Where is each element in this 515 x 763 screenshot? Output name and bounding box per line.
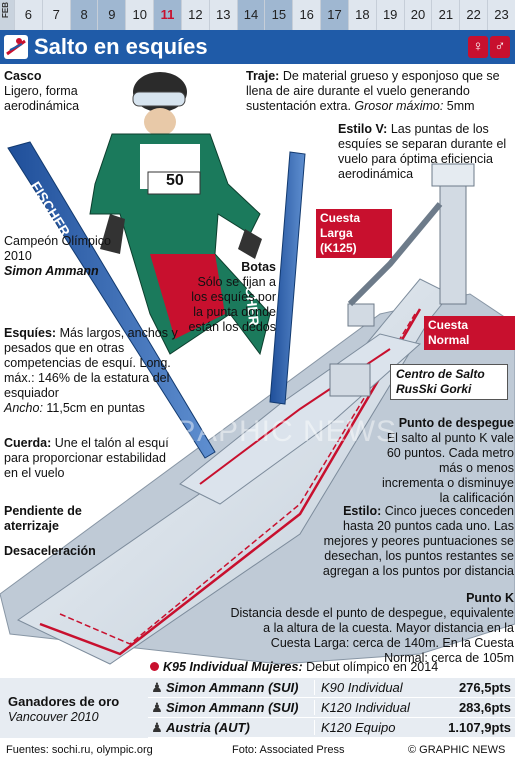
female-icon: ♀ [468,36,488,58]
date-cell: 22 [459,0,487,30]
copyright: © GRAPHIC NEWS [408,744,506,756]
table-row: ♟Austria (AUT) K120 Equipo 1.107,9pts [148,718,515,738]
athlete-icon: ♟ [151,679,163,695]
page-title: Salto en esquíes [34,34,208,59]
date-cell: 12 [180,0,209,30]
event-name: K90 Individual [314,680,432,695]
ski-suit [89,133,271,356]
table-row: ♟Simon Ammann (SUI) K90 Individual 276,5pt… [148,678,515,698]
date-cell: 19 [375,0,404,30]
cord-label: Cuerda: Une el talón al esquí para propo… [4,436,169,480]
style-label: Estilo: Cinco jueces conceden hasta 20 p… [322,504,514,578]
date-cell: 6 [14,0,42,30]
sources-credit: Fuentes: sochi.ru, olympic.org [6,744,153,756]
suit-label: Traje: De material grueso y esponjoso qu… [246,69,500,113]
male-icon: ♂ [490,36,510,58]
v-style-label: Estilo V: Las puntas de los esquíes se s… [338,122,507,181]
long-hill-tag: Cuesta Larga (K125) [316,209,392,258]
table-row: ♟Simon Ammann (SUI) K120 Individual 283,6p… [148,698,515,718]
date-cell: 13 [208,0,237,30]
date-cell: 9 [97,0,126,30]
bib-number: 50 [166,172,184,189]
date-cell: 17 [320,0,348,30]
date-cell: 16 [292,0,320,30]
month-label: FEB [0,0,14,30]
winner-name: Simon Ammann (SUI) [166,700,299,715]
deceleration-label: Desaceleración [4,544,96,558]
gold-subheading: Vancouver 2010 [8,710,99,724]
date-cell: 21 [431,0,459,30]
points: 283,6pts [458,700,511,715]
jump-tower [439,173,467,305]
skis-label: Esquíes: Más largos, anchos y pesados qu… [4,326,178,415]
event-name: K120 Individual [314,700,432,715]
k95-note: K95 Individual Mujeres: Debut olímpico e… [150,660,438,674]
points: 276,5pts [458,680,511,695]
red-dot-icon [150,662,159,671]
athlete-icon: ♟ [151,699,163,715]
date-cell: 23 [487,0,515,30]
left-ski [7,141,216,459]
athlete-icon: ♟ [151,719,163,735]
winner-name: Simon Ammann (SUI) [166,680,299,695]
ski-jump-graphic [0,72,515,665]
normal-hill-tag: Cuesta Normal [424,316,515,350]
date-cell: 7 [41,0,70,30]
gold-winners-table: Ganadores de oro Vancouver 2010 ♟Simon A… [0,678,515,738]
right-ski [269,151,306,405]
date-cell: 10 [125,0,153,30]
event-name: K120 Equipo [314,720,432,735]
landing-slope-label: Pendiente de aterrizaje [4,504,82,533]
date-cell: 11 [153,0,181,30]
date-cell: 20 [403,0,432,30]
winner-name: Austria (AUT) [166,720,250,735]
ski-jump-logo-icon [4,35,28,59]
watermark: GRAPHIC NEWS [150,415,398,448]
photo-credit: Foto: Associated Press [232,744,345,756]
jump-centre-tag: Centro de Salto RusSki Gorki [390,364,508,400]
gold-heading: Ganadores de oro [8,694,120,709]
date-cell: 14 [236,0,265,30]
points: 1.107,9pts [448,720,511,735]
date-cell: 8 [69,0,98,30]
date-cell: 15 [264,0,293,30]
centre-building [329,363,371,397]
title-bar: Salto en esquíes ♀ ♂ [0,30,515,64]
date-cell: 18 [347,0,376,30]
